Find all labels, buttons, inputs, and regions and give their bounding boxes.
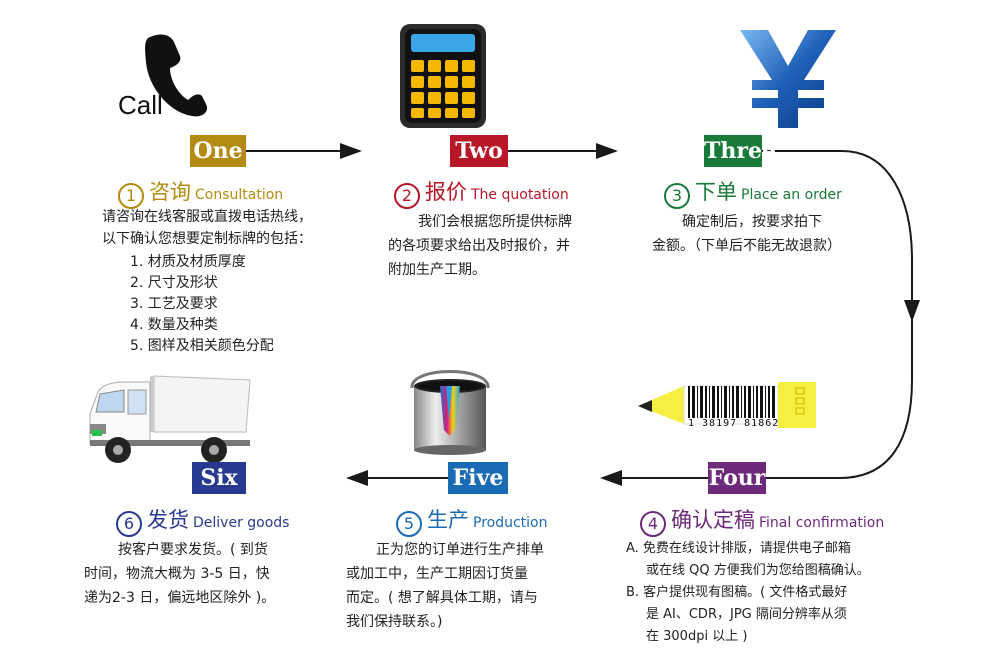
step-badge-four: Four bbox=[708, 462, 766, 494]
text-line: 递为2-3 日，偏远地区除外 )。 bbox=[84, 590, 276, 606]
text-line: 时间，物流大概为 3-5 日，快 bbox=[84, 566, 270, 582]
text-line: 确定制后，按要求拍下 bbox=[682, 214, 822, 230]
step-text-four: A. 免费在线设计排版，请提供电子邮箱 或在线 QQ 方便我们为您给图稿确认。 … bbox=[626, 538, 870, 648]
step-number-two: 2 bbox=[394, 183, 420, 209]
step-title-cn: 咨询 bbox=[149, 180, 191, 204]
arrow-right-icon bbox=[596, 143, 618, 159]
list-item: 1. 材质及材质厚度 bbox=[130, 254, 246, 270]
step-text-one: 请咨询在线客服或直拨电话热线， 以下确认您想要定制标牌的包括： 1. 材质及材质… bbox=[102, 206, 312, 357]
requirement-list: 1. 材质及材质厚度 2. 尺寸及形状 3. 工艺及要求 4. 数量及种类 5.… bbox=[130, 252, 312, 357]
step-number-three: 3 bbox=[664, 183, 690, 209]
step-text-six: 按客户要求发货。( 到货 时间，物流大概为 3-5 日，快 递为2-3 日，偏远… bbox=[84, 538, 275, 610]
step-title-en: Deliver goods bbox=[193, 515, 290, 531]
list-item: 4. 数量及种类 bbox=[130, 317, 218, 333]
step-number-five: 5 bbox=[396, 511, 422, 537]
text-line: 请咨询在线客服或直拨电话热线， bbox=[102, 209, 312, 225]
step-text-three: 确定制后，按要求拍下 金额。（下单后不能无故退款） bbox=[652, 210, 841, 258]
text-line: A. 免费在线设计排版，请提供电子邮箱 bbox=[626, 541, 851, 556]
text-line: 以下确认您想要定制标牌的包括： bbox=[102, 231, 312, 247]
text-line: 我们会根据您所提供标牌 bbox=[418, 214, 572, 230]
barcode-pencil-icon bbox=[636, 376, 818, 432]
text-line: 按客户要求发货。( 到货 bbox=[118, 542, 268, 558]
step-title-cn: 生产 bbox=[427, 508, 469, 532]
truck-icon bbox=[84, 370, 254, 468]
step-text-five: 正为您的订单进行生产排单 或加工中，生产工期因订货量 而定。( 想了解具体工期，… bbox=[346, 538, 544, 634]
arrow-down-icon bbox=[904, 300, 920, 322]
arrow-right-icon bbox=[340, 143, 362, 159]
step-title-cn: 下单 bbox=[695, 180, 737, 204]
step-title-en: Place an order bbox=[741, 187, 842, 203]
yen-icon bbox=[738, 28, 838, 130]
list-item: 2. 尺寸及形状 bbox=[130, 275, 218, 291]
step-badge-five: Five bbox=[448, 462, 508, 494]
list-item: 3. 工艺及要求 bbox=[130, 296, 218, 312]
step-number-four: 4 bbox=[640, 511, 666, 537]
step-text-two: 我们会根据您所提供标牌 的各项要求给出及时报价，并 附加生产工期。 bbox=[388, 210, 572, 282]
text-line: 是 AI、CDR，JPG 隔间分辨率从须 bbox=[646, 607, 847, 622]
step-badge-two: Two bbox=[450, 135, 508, 167]
step-title-en: Final confirmation bbox=[759, 515, 885, 531]
text-line: 附加生产工期。 bbox=[388, 262, 486, 278]
paint-can-icon bbox=[400, 360, 500, 456]
text-line: 我们保持联系。) bbox=[346, 614, 443, 630]
text-line: 在 300dpi 以上 ) bbox=[646, 629, 748, 644]
step-number-one: 1 bbox=[118, 183, 144, 209]
step-badge-three: Three bbox=[704, 135, 776, 167]
list-item: 5. 图样及相关颜色分配 bbox=[130, 338, 274, 354]
step-title-cn: 发货 bbox=[147, 508, 189, 532]
text-line: 金额。（下单后不能无故退款） bbox=[652, 238, 841, 254]
step-title-en: Production bbox=[473, 515, 548, 531]
text-line: 或在线 QQ 方便我们为您给图稿确认。 bbox=[646, 563, 870, 578]
arrow-left-icon bbox=[346, 470, 368, 486]
arrow-left-icon bbox=[600, 470, 622, 486]
step-title-cn: 确认定稿 bbox=[671, 508, 755, 532]
step-title-en: The quotation bbox=[471, 187, 569, 203]
step-badge-six: Six bbox=[192, 462, 246, 494]
text-line: B. 客户提供现有图稿。( 文件格式最好 bbox=[626, 585, 848, 600]
step-number-six: 6 bbox=[116, 511, 142, 537]
step-title-en: Consultation bbox=[195, 187, 284, 203]
text-line: 而定。( 想了解具体工期，请与 bbox=[346, 590, 538, 606]
calculator-icon bbox=[398, 22, 488, 130]
step-badge-one: One bbox=[190, 135, 246, 167]
step-title-cn: 报价 bbox=[425, 180, 467, 204]
text-line: 的各项要求给出及时报价，并 bbox=[388, 238, 570, 254]
call-label: Call bbox=[118, 90, 163, 120]
text-line: 正为您的订单进行生产排单 bbox=[376, 542, 544, 558]
barcode-number: 1 38197 81862 bbox=[688, 418, 780, 429]
phone-icon bbox=[140, 30, 210, 120]
text-line: 或加工中，生产工期因订货量 bbox=[346, 566, 528, 582]
